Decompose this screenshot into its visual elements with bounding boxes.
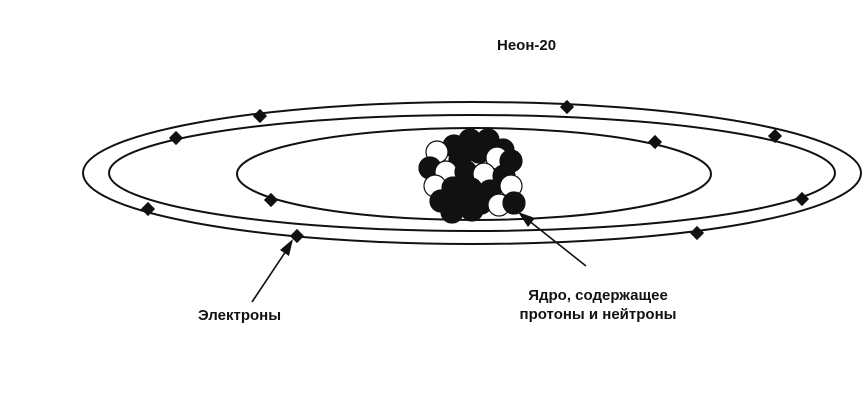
- nucleus-label: Ядро, содержащее протоны и нейтроны: [488, 286, 708, 324]
- electron: [689, 225, 705, 241]
- electron: [263, 192, 279, 208]
- electron: [767, 128, 783, 144]
- nucleus: [418, 128, 526, 224]
- electron: [559, 99, 575, 115]
- electron-arrow: [251, 239, 293, 303]
- electron: [252, 108, 268, 124]
- electron: [647, 134, 663, 150]
- neutron: [502, 191, 526, 215]
- nucleus-label-line2: протоны и нейтроны: [519, 306, 677, 323]
- electron: [289, 228, 305, 244]
- neutron: [460, 198, 484, 222]
- outer-electron-shell: [82, 101, 862, 245]
- electron: [794, 191, 810, 207]
- electrons-group: [140, 99, 810, 244]
- electron: [140, 201, 156, 217]
- diagram-title: Неон-20: [497, 37, 557, 54]
- neutron: [440, 200, 464, 224]
- electron: [168, 130, 184, 146]
- electrons-label: Электроны: [198, 307, 282, 324]
- nucleus-label-line1: Ядро, содержащее: [528, 287, 668, 304]
- nucleus-arrow: [518, 212, 587, 267]
